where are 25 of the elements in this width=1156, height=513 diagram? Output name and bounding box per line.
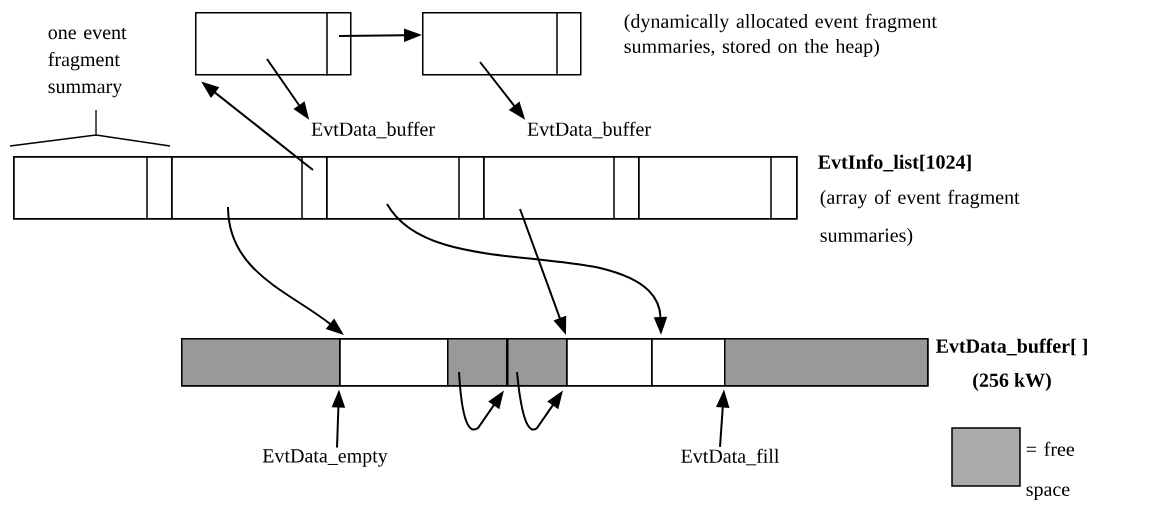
legend-text: = free space bbox=[1026, 441, 1075, 501]
buffer-size: (256 kW) bbox=[973, 372, 1051, 392]
buffer-cell bbox=[181, 338, 341, 387]
pointer-label: EvtData_fill bbox=[681, 448, 780, 466]
array-cell bbox=[171, 155, 328, 221]
array-cell bbox=[638, 155, 798, 221]
heap-box bbox=[422, 11, 582, 77]
array-heading: EvtInfo_list[1024] bbox=[818, 154, 971, 172]
buffer-cell bbox=[507, 338, 568, 387]
buffer-cell bbox=[724, 338, 929, 387]
arrow bbox=[516, 371, 563, 431]
note-text: (dynamically allocated event fragment summaries, stored on the heap) bbox=[624, 13, 937, 58]
array-cell bbox=[326, 155, 485, 221]
pointer-label: EvtData_empty bbox=[262, 449, 388, 467]
pointer-label: EvtData_buffer bbox=[527, 121, 651, 139]
buffer-heading: EvtData_buffer[ ] bbox=[936, 338, 1087, 356]
buffer-cell bbox=[447, 338, 508, 387]
note-text: one event fragment summary bbox=[48, 27, 127, 98]
buffer-cell bbox=[566, 338, 653, 387]
array-cell bbox=[483, 155, 640, 221]
pointer-label: EvtData_buffer bbox=[311, 121, 435, 139]
arrow bbox=[458, 371, 504, 431]
array-cell bbox=[13, 155, 173, 221]
array-caption: (array of event fragment summaries) bbox=[820, 189, 1020, 247]
heap-box bbox=[195, 11, 352, 77]
